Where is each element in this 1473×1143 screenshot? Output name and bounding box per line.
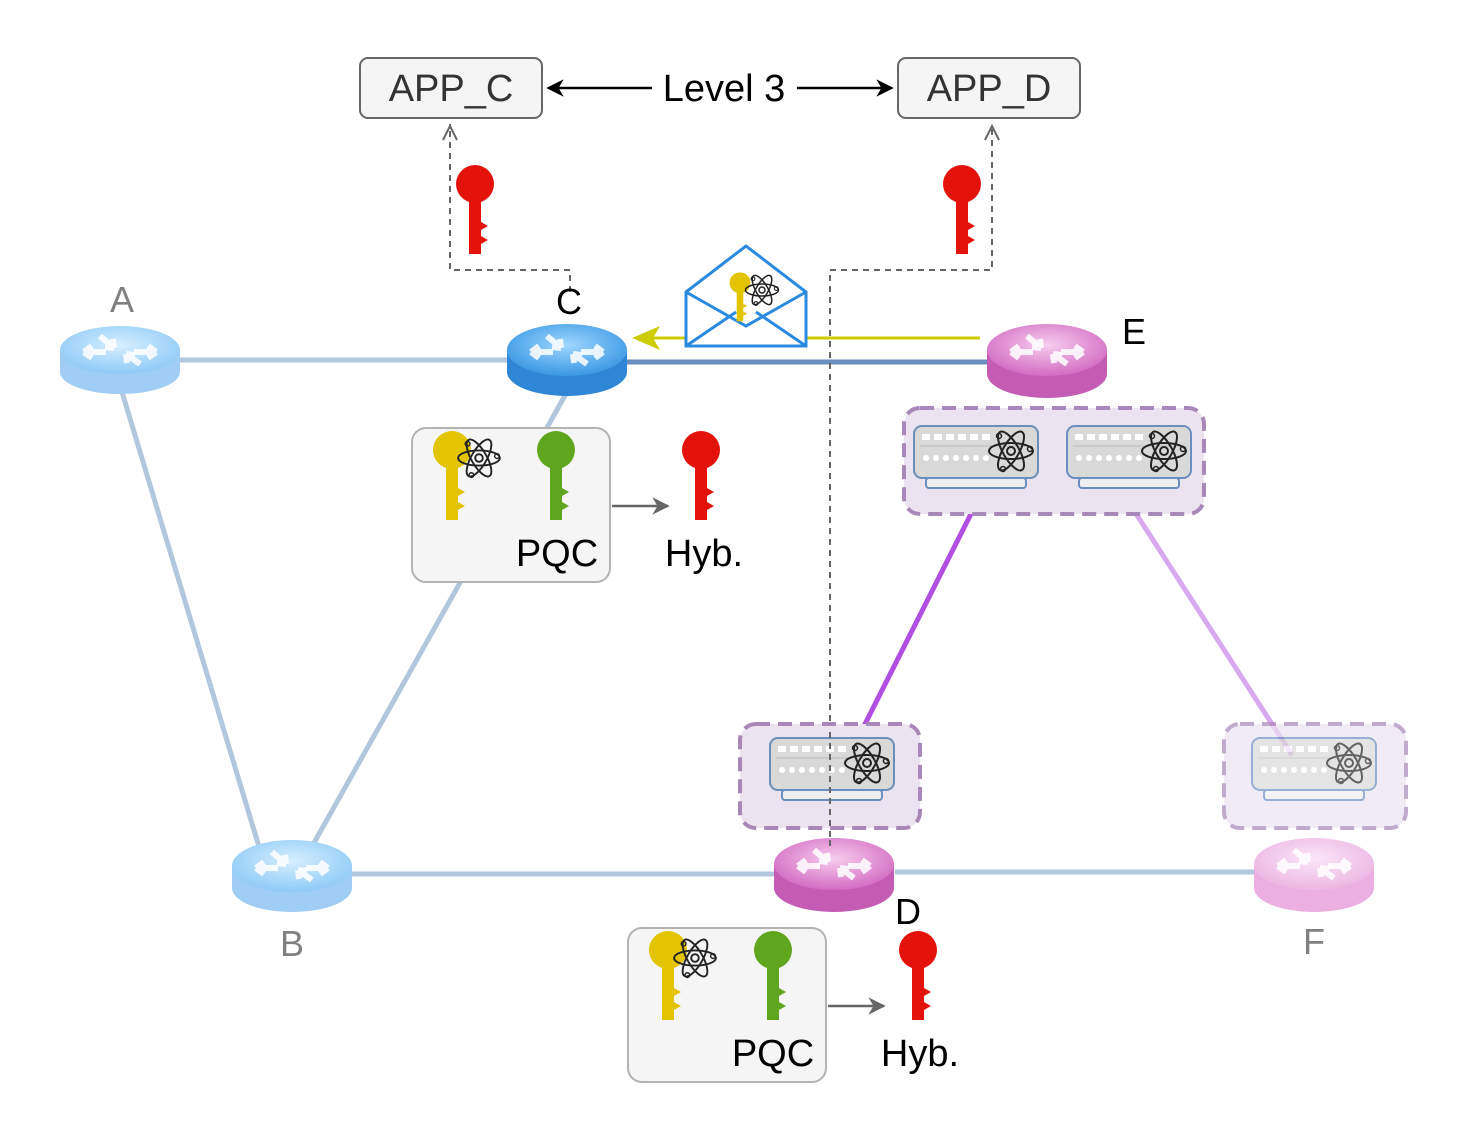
link-a-b: [119, 391, 263, 851]
delivery-path-d: [829, 124, 993, 732]
hybrid-key-icon: [899, 931, 937, 1020]
delivery-path-c: [449, 124, 571, 292]
node-label-a: A: [110, 279, 134, 320]
qkd-device-icon: [769, 737, 895, 801]
level3-label: Level 3: [663, 68, 786, 110]
app-c-box[interactable]: APP_C: [359, 57, 543, 119]
router-c[interactable]: [507, 324, 627, 396]
hybrid-label: Hyb.: [665, 533, 743, 575]
pqc-label: PQC: [732, 1033, 814, 1075]
qkd-device-icon: [1066, 425, 1192, 489]
key-combination-upper: PQC Hyb.: [411, 427, 743, 583]
quantum-link-e-d: [859, 498, 981, 732]
node-label-f: F: [1303, 921, 1325, 962]
router-f[interactable]: [1254, 838, 1374, 912]
node-label-b: B: [280, 923, 304, 964]
app-c-label: APP_C: [389, 68, 514, 110]
router-a[interactable]: [60, 326, 180, 394]
app-d-label: APP_D: [927, 68, 1052, 110]
envelope-icon: [684, 244, 808, 348]
hybrid-label: Hyb.: [881, 1033, 959, 1075]
router-d[interactable]: [774, 838, 894, 912]
hybrid-key-icon: [682, 431, 720, 520]
node-label-d: D: [895, 891, 921, 932]
qkd-group-f: [1222, 722, 1408, 830]
router-e[interactable]: [987, 324, 1107, 398]
qkd-device-icon: [1251, 737, 1377, 801]
application-layer: APP_C APP_D Level 3: [359, 57, 1081, 119]
key-delivery-paths: [449, 124, 993, 732]
quantum-link-e-f: [1119, 490, 1295, 757]
hybrid-key-icon: [943, 165, 981, 254]
node-label-c: C: [556, 281, 582, 322]
pqc-label: PQC: [516, 533, 598, 575]
key-combination-lower: PQC Hyb.: [627, 927, 959, 1083]
router-b[interactable]: [232, 840, 352, 912]
node-label-e: E: [1122, 311, 1146, 352]
hybrid-key-icon: [456, 165, 494, 254]
app-d-box[interactable]: APP_D: [897, 57, 1081, 119]
qkd-group-e: [902, 406, 1206, 516]
qkd-device-icon: [913, 425, 1039, 489]
